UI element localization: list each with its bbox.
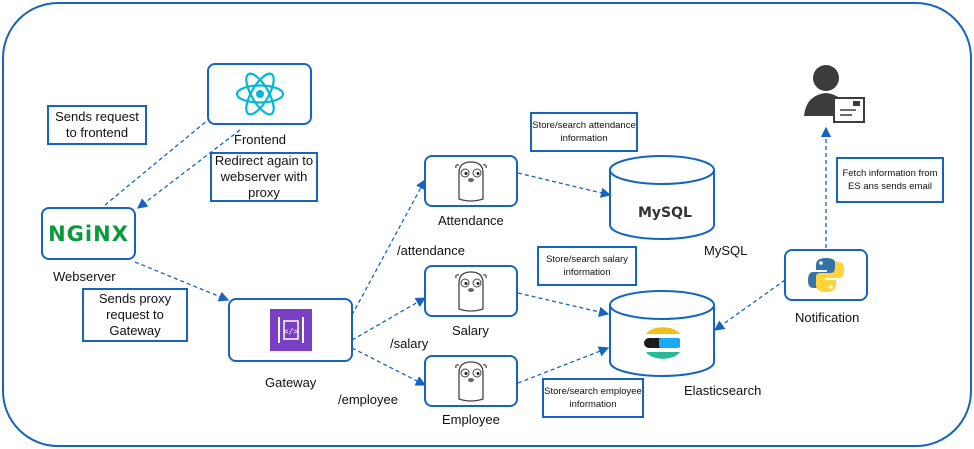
gateway-label: Gateway [265, 375, 317, 390]
edge-gateway-employee [351, 347, 427, 386]
elasticsearch-icon [644, 327, 680, 359]
note-sends-proxy: Sends proxy request to Gateway [82, 288, 188, 342]
note-store-attendance: Store/search attendance information [530, 112, 638, 152]
gopher-icon [455, 161, 487, 202]
edge-attendance-mysql [517, 172, 612, 198]
note-store-salary: Store/search salary information [537, 246, 637, 286]
webserver-node[interactable]: NGiNX [41, 207, 136, 260]
edge-gateway-attendance [351, 178, 426, 316]
mysql-label: MySQL [704, 243, 748, 258]
employee-label: Employee [442, 412, 500, 427]
user-email-icon [804, 65, 865, 123]
notification-label: Notification [795, 310, 860, 325]
react-icon [235, 72, 284, 116]
edge-label-salary: /salary [390, 336, 429, 351]
api-gateway-icon: </> [269, 309, 312, 351]
attendance-node[interactable] [424, 155, 518, 207]
notification-node[interactable] [784, 249, 868, 301]
mysql-cylinder [609, 155, 715, 240]
edge-employee-es [517, 346, 610, 384]
python-icon [808, 258, 844, 292]
mysql-logo: MySQL [638, 205, 692, 221]
note-sends-request: Sends request to frontend [47, 105, 147, 145]
edge-frontend-webserver [136, 129, 241, 209]
edge-notification-es [713, 279, 786, 331]
edge-label-employee: /employee [338, 392, 398, 407]
salary-label: Salary [452, 323, 489, 338]
edge-gateway-salary [351, 297, 427, 341]
gopher-icon [455, 361, 487, 402]
svg-text:</>: </> [283, 327, 298, 336]
note-redirect: Redirect again to webserver with proxy [210, 152, 318, 202]
nginx-logo: NGiNX [48, 221, 129, 246]
gateway-node[interactable]: </> [228, 298, 353, 362]
note-store-employee: Store/search employee information [542, 378, 644, 418]
employee-node[interactable] [424, 355, 518, 407]
note-fetch-info: Fetch information from ES ans sends emai… [836, 157, 944, 203]
salary-node[interactable] [424, 265, 518, 317]
edge-salary-es [517, 292, 610, 317]
edge-webserver-gateway [134, 261, 230, 302]
edge-label-attendance: /attendance [397, 243, 465, 258]
attendance-label: Attendance [438, 213, 504, 228]
frontend-node[interactable] [207, 63, 312, 125]
elasticsearch-label: Elasticsearch [684, 383, 762, 398]
frontend-label: Frontend [234, 132, 287, 147]
gopher-icon [455, 271, 487, 312]
edge-webserver-frontend [104, 109, 222, 206]
webserver-label: Webserver [53, 269, 116, 284]
